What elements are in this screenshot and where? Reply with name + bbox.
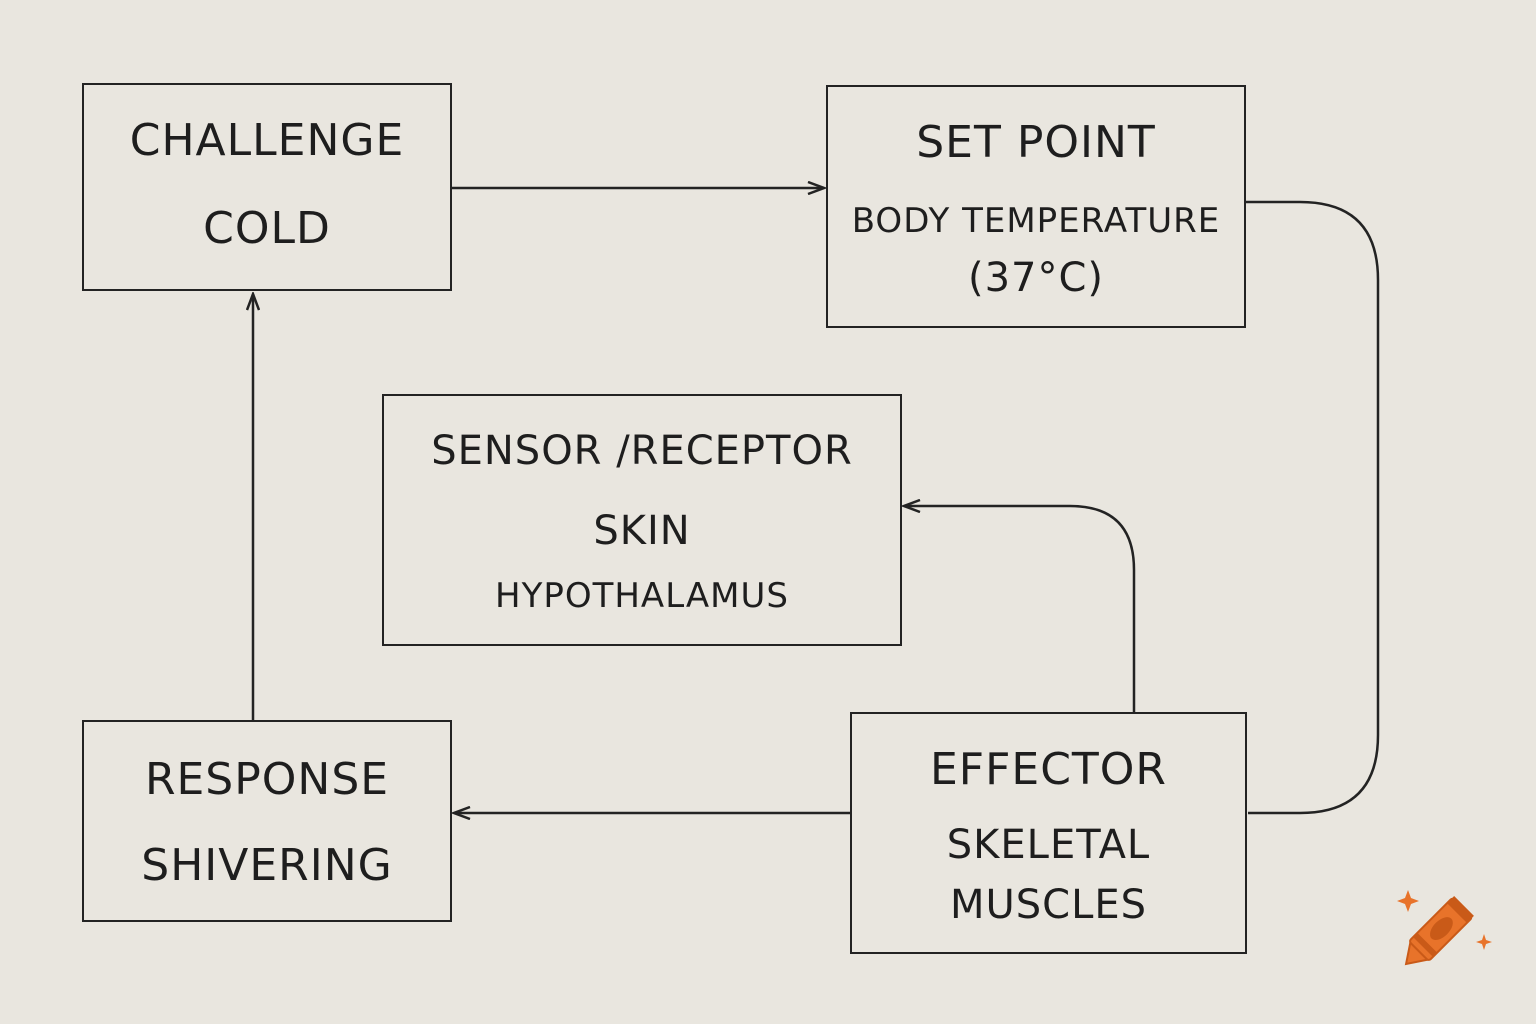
sensor-box: SENSOR /RECEPTOR SKIN HYPOTHALAMUS — [382, 394, 902, 646]
crayon-logo-icon — [1397, 890, 1492, 966]
challenge-box: CHALLENGE COLD — [82, 83, 452, 291]
set-point-heading: SET POINT — [916, 117, 1156, 168]
sensor-detail: HYPOTHALAMUS — [495, 576, 789, 616]
set-point-value: BODY TEMPERATURE — [851, 201, 1221, 241]
connector-setpoint-to-effector — [1246, 200, 1380, 815]
set-point-box: SET POINT BODY TEMPERATURE (37°C) — [826, 85, 1246, 328]
challenge-heading: CHALLENGE — [129, 115, 405, 166]
sensor-value: SKIN — [593, 508, 691, 554]
response-heading: RESPONSE — [144, 754, 390, 805]
arrow-effector-to-sensor — [904, 506, 1136, 712]
effector-heading: EFFECTOR — [929, 744, 1168, 795]
effector-box: EFFECTOR SKELETAL MUSCLES — [850, 712, 1247, 954]
sensor-heading: SENSOR /RECEPTOR — [431, 428, 853, 474]
effector-value: SKELETAL — [946, 822, 1151, 868]
response-value: SHIVERING — [141, 840, 393, 891]
effector-detail: MUSCLES — [949, 882, 1148, 928]
set-point-detail: (37°C) — [967, 255, 1105, 301]
response-box: RESPONSE SHIVERING — [82, 720, 452, 922]
challenge-value: COLD — [203, 203, 331, 254]
